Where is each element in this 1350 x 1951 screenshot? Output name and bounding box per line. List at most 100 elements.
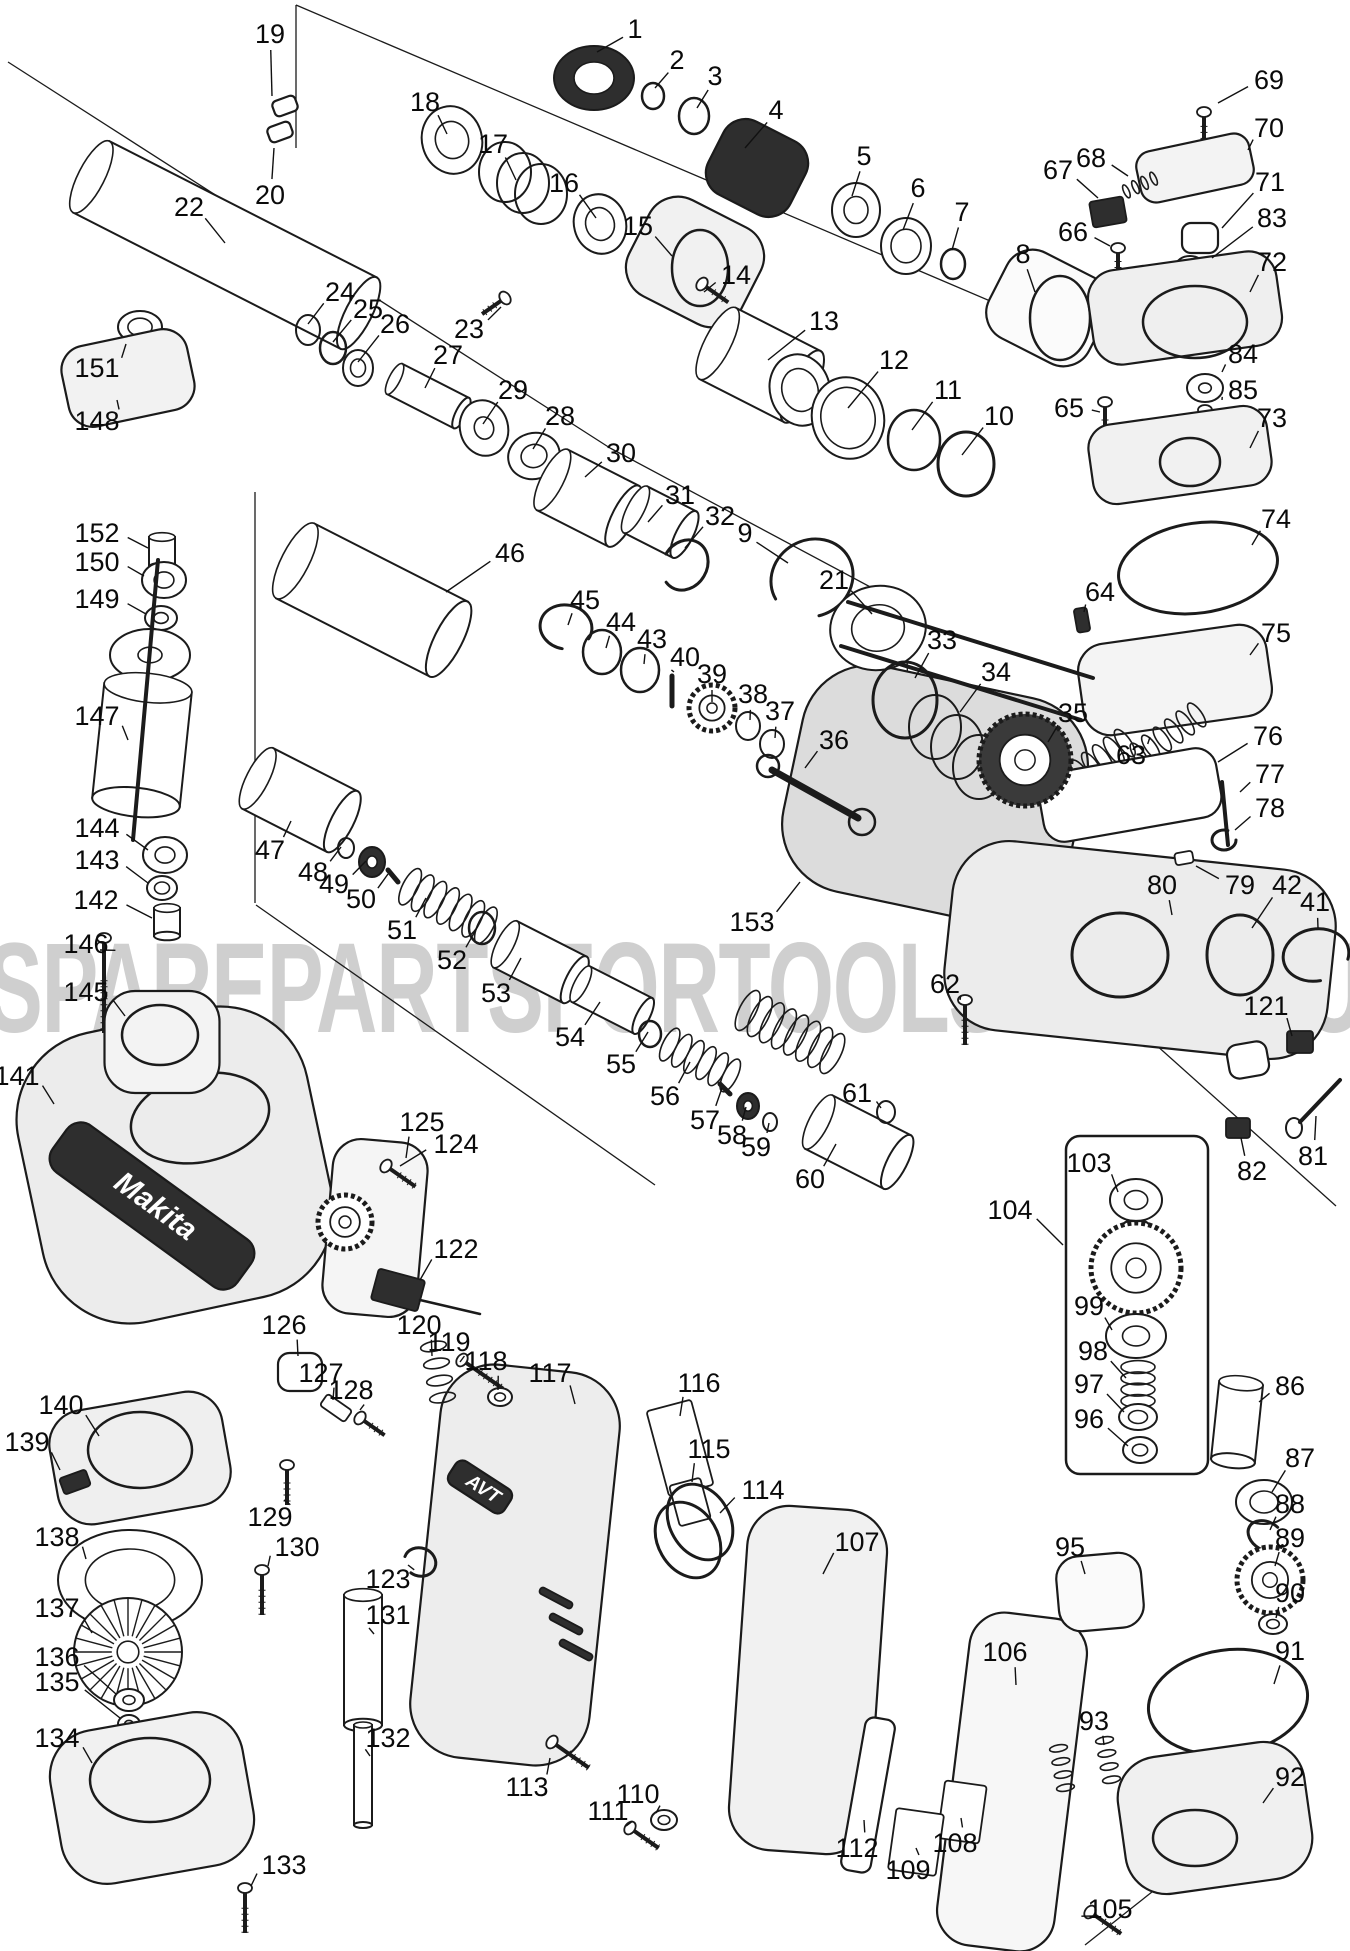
leader-103 [1110, 1174, 1119, 1193]
part-label-90: 90 [1275, 1578, 1305, 1608]
part-label-79: 79 [1225, 870, 1255, 900]
part-label-45: 45 [570, 585, 600, 615]
part-label-119: 119 [427, 1327, 470, 1357]
part-148-bracket [60, 328, 196, 428]
part-label-148: 148 [74, 406, 119, 436]
part-label-78: 78 [1255, 793, 1285, 823]
part-38-oring [735, 711, 761, 741]
part-73-bore [1158, 436, 1222, 488]
part-label-109: 109 [885, 1855, 930, 1885]
part-label-63: 63 [1116, 740, 1146, 770]
leader-111 [625, 1820, 633, 1827]
part-label-35: 35 [1058, 698, 1088, 728]
part-81-washer [1285, 1117, 1303, 1139]
part-16-ring-flange [572, 193, 628, 255]
leader-142 [126, 904, 153, 919]
leader-2 [654, 72, 669, 89]
part-label-69: 69 [1254, 65, 1284, 95]
part-label-43: 43 [637, 624, 667, 654]
leader-98 [1110, 1360, 1127, 1379]
part-14-screw [695, 276, 730, 304]
part-label-153: 153 [729, 907, 774, 937]
leader-67 [1076, 178, 1099, 199]
makita-band [48, 1121, 256, 1291]
leader-60 [823, 1143, 837, 1167]
part-143-ring [146, 875, 178, 901]
part-label-134: 134 [34, 1723, 79, 1753]
part-label-42: 42 [1272, 870, 1302, 900]
part-19-clip [271, 94, 299, 118]
leader-116 [679, 1396, 684, 1417]
part-label-57: 57 [690, 1105, 720, 1135]
leader-152 [127, 536, 149, 549]
part-42-oring [1205, 913, 1275, 997]
leader-117 [569, 1385, 576, 1405]
part-2-oring [640, 81, 666, 111]
leader-47 [282, 820, 292, 838]
part-67-holder [1088, 195, 1128, 229]
part-49-piston-cup [358, 846, 386, 878]
part-label-98: 98 [1078, 1336, 1108, 1366]
part-label-72: 72 [1257, 247, 1287, 277]
leader-153 [776, 881, 801, 913]
part-128-screw [353, 1410, 386, 1437]
leader-50 [377, 873, 389, 889]
part-7-oring [939, 247, 967, 281]
part-125-gear [315, 1192, 375, 1252]
leader-54 [584, 1001, 601, 1026]
part-74-gasket [1117, 520, 1279, 616]
leader-136 [83, 1664, 117, 1695]
part-label-144: 144 [74, 813, 119, 843]
part-label-68: 68 [1076, 143, 1106, 173]
part-96-bearing [1122, 1436, 1158, 1464]
leader-40 [670, 669, 675, 673]
leader-143 [125, 866, 149, 884]
part-97-washer [1118, 1403, 1158, 1431]
part-label-52: 52 [437, 945, 467, 975]
part-109-switch [887, 1807, 945, 1877]
part-95-fork [1055, 1551, 1145, 1633]
part-17-bellows-1 [478, 141, 532, 203]
part-label-132: 132 [365, 1723, 410, 1753]
leader-151 [120, 343, 127, 359]
leader-15 [654, 236, 673, 257]
part-label-27: 27 [433, 340, 463, 370]
leader-13 [767, 329, 806, 361]
leader-135 [84, 1689, 121, 1719]
part-18-ring-flange [420, 105, 484, 175]
part-label-71: 71 [1255, 167, 1285, 197]
part-54-striker [569, 964, 656, 1036]
part-39-spur-gear [686, 682, 738, 734]
part-6-seal-ring [880, 217, 932, 275]
leader-129 [283, 1499, 291, 1506]
part-label-99: 99 [1074, 1291, 1104, 1321]
leader-53 [508, 957, 522, 981]
part-label-17: 17 [478, 129, 508, 159]
leader-110 [655, 1805, 661, 1814]
part-label-85: 85 [1228, 375, 1258, 405]
part-label-122: 122 [433, 1234, 478, 1264]
leader-21 [850, 590, 873, 615]
part-117-vent-1 [538, 1586, 574, 1610]
leader-5 [851, 171, 861, 197]
part-20-clip [266, 120, 294, 144]
part-label-124: 124 [433, 1129, 478, 1159]
part-142-sleeve [153, 902, 181, 942]
part-label-47: 47 [255, 835, 285, 865]
part-label-139: 139 [4, 1427, 49, 1457]
part-112-bar [840, 1716, 896, 1874]
group-outline [609, 447, 907, 607]
leader-82 [1240, 1137, 1246, 1156]
part-label-96: 96 [1074, 1404, 1104, 1434]
part-61-oring [876, 1100, 896, 1124]
leader-114 [719, 1497, 736, 1514]
part-label-16: 16 [549, 168, 579, 198]
part-label-88: 88 [1275, 1489, 1305, 1519]
leader-19 [270, 49, 273, 97]
part-label-2: 2 [669, 45, 684, 75]
part-133-screw [237, 1882, 253, 1933]
leader-12 [847, 371, 879, 409]
part-label-18: 18 [410, 87, 440, 117]
part-label-31: 31 [665, 480, 695, 510]
leader-97 [1106, 1393, 1125, 1413]
